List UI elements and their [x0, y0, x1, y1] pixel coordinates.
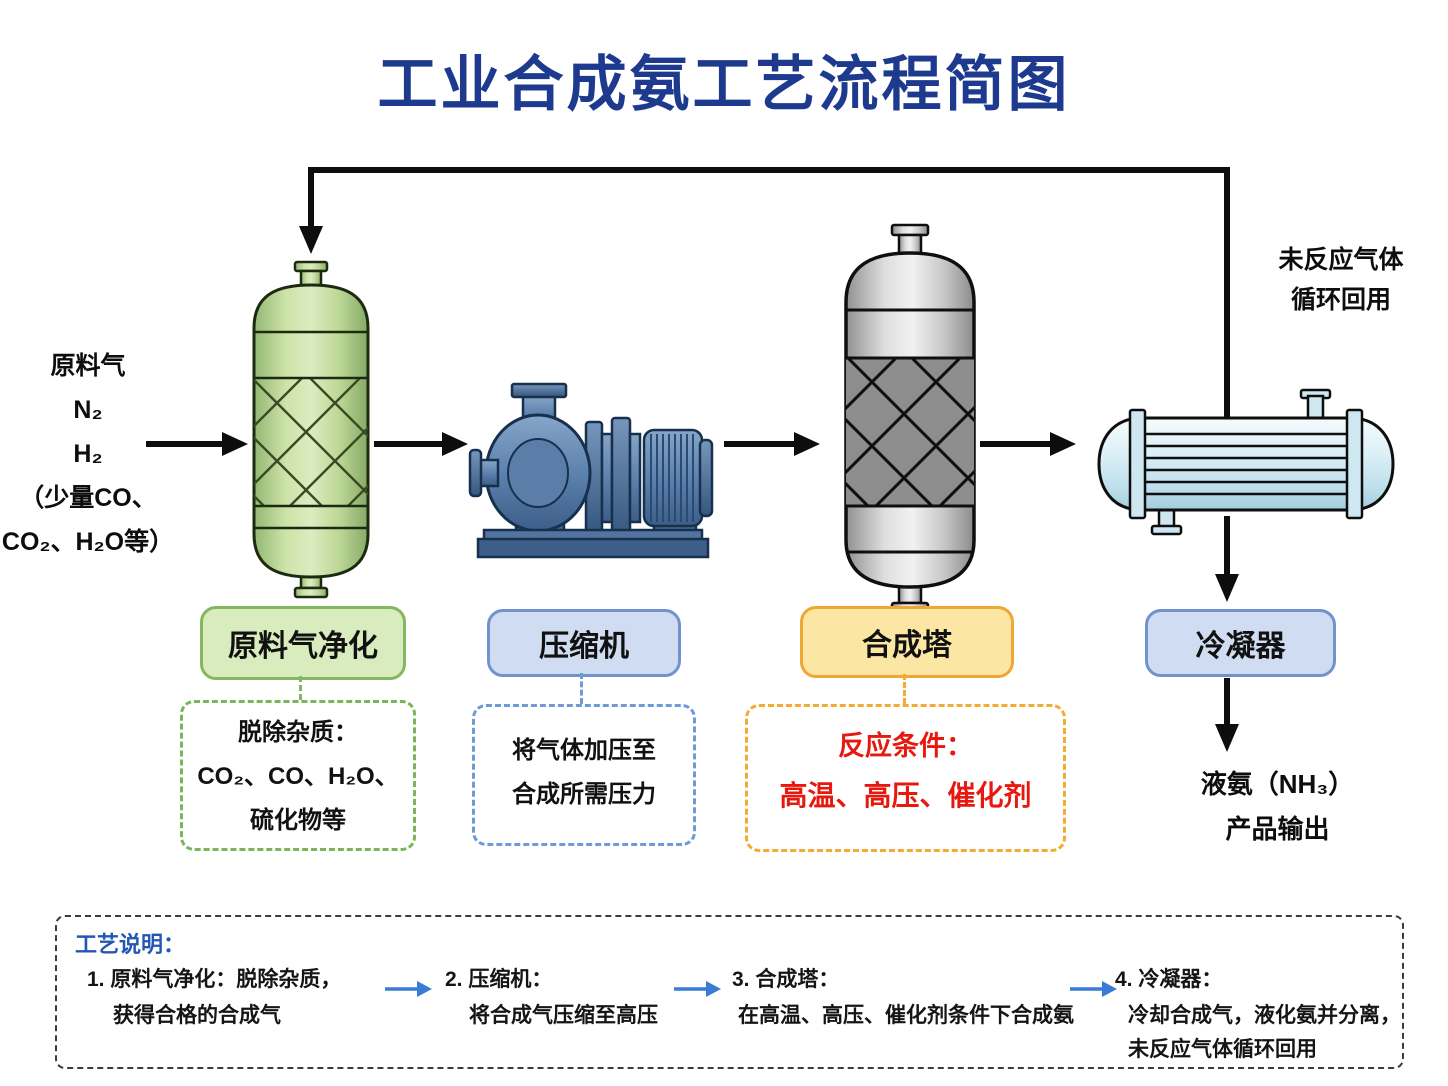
note-4-line2: 冷却合成气，液化氨并分离， — [1128, 1004, 1401, 1027]
note-1-line2: 获得合格的合成气 — [113, 1004, 281, 1027]
recycle-line2: 循环回用 — [1290, 286, 1391, 314]
note-2-line2: 将合成气压缩至高压 — [469, 1004, 658, 1027]
synthesis-tower-icon — [844, 223, 976, 615]
notes-heading: 工艺说明： — [75, 932, 186, 957]
arrowhead-product — [1215, 724, 1239, 752]
feed-line: CO₂、H₂O等） — [1, 528, 175, 556]
arrowhead-compressor — [442, 432, 468, 456]
feed-line: 原料气 — [50, 352, 126, 380]
suction-flange — [468, 448, 483, 498]
desc-line: 将气体加压至 — [512, 737, 656, 764]
connector-compressor — [580, 673, 583, 704]
connector-tower — [903, 674, 906, 704]
arrowhead-feed — [222, 432, 248, 456]
column-bottom-nozzle-cap — [293, 586, 329, 599]
desc-compressor: 将气体加压至 合成所需压力 — [472, 704, 696, 846]
stage-shaft — [600, 432, 614, 524]
feed-line: N₂ — [73, 396, 103, 424]
note-3-line2: 在高温、高压、催化剂条件下合成氨 — [738, 1004, 1074, 1027]
label-tower: 合成塔 — [800, 606, 1014, 678]
arrowhead-condenser — [1050, 432, 1076, 456]
packing-section — [254, 378, 368, 506]
process-notes-box: 工艺说明： 1. 原料气净化：脱除杂质， 获得合格的合成气 2. 压缩机： 将合… — [55, 915, 1404, 1069]
desc-line: 反应条件： — [838, 731, 973, 761]
connector-purification — [299, 676, 302, 700]
recycle-line1: 未反应气体 — [1278, 246, 1404, 274]
product-line2: 产品输出 — [1225, 814, 1330, 844]
feed-gas-text: 原料气 N₂ H₂ （少量CO、 CO₂、H₂O等） — [0, 344, 176, 564]
recycle-line — [308, 167, 1230, 430]
tower-bottom-nozzle — [897, 585, 923, 605]
page-title: 工业合成氨工艺流程简图 — [377, 51, 1071, 118]
arrowhead-tower — [794, 432, 820, 456]
condenser-bottom-nozzle-cap — [1150, 524, 1183, 536]
recycle-gas-text: 未反应气体 循环回用 — [1246, 240, 1436, 320]
catalyst-bed-lattice — [846, 358, 974, 506]
tower-top-nozzle-cap — [890, 223, 930, 237]
suction-pipe — [478, 458, 500, 488]
note-1-line1: 1. 原料气净化：脱除杂质， — [87, 968, 342, 991]
volute-inner — [507, 438, 569, 508]
column-top-nozzle-cap — [293, 260, 329, 273]
desc-line: CO₂、CO、H₂O、 — [197, 763, 399, 790]
label-compressor: 压缩机 — [487, 609, 681, 677]
note-arrow-3-icon — [1070, 981, 1117, 997]
desc-line: 脱除杂质： — [238, 719, 358, 746]
note-arrow-1-icon — [385, 981, 432, 997]
condenser-top-nozzle — [1306, 394, 1325, 422]
desc-line: 合成所需压力 — [512, 781, 656, 808]
desc-purification: 脱除杂质： CO₂、CO、H₂O、 硫化物等 — [180, 700, 416, 851]
arrowhead-recycle — [299, 226, 323, 254]
label-purification: 原料气净化 — [200, 606, 406, 680]
note-4-line3: 未反应气体循环回用 — [1128, 1038, 1317, 1061]
condenser-icon — [1097, 388, 1395, 536]
desc-line: 高温、高压、催化剂 — [779, 780, 1032, 811]
arrowhead-condenser-label — [1215, 574, 1239, 602]
stage-shaft — [628, 432, 642, 524]
desc-line: 硫化物等 — [250, 807, 346, 834]
note-2-line1: 2. 压缩机： — [445, 968, 553, 991]
note-arrow-2-icon — [674, 981, 721, 997]
discharge-flange — [510, 382, 568, 399]
product-output-text: 液氨（NH₃） 产品输出 — [1150, 762, 1405, 852]
compressor-pump-icon — [468, 382, 714, 559]
purification-column-icon — [252, 260, 370, 599]
condenser-right-flange — [1345, 408, 1364, 520]
label-condenser: 冷凝器 — [1145, 609, 1336, 677]
note-3-line1: 3. 合成塔： — [732, 968, 840, 991]
motor-end-cap — [698, 438, 714, 518]
desc-tower-reaction-conditions: 反应条件： 高温、高压、催化剂 — [745, 704, 1066, 852]
feed-line: H₂ — [73, 440, 103, 468]
product-line1: 液氨（NH₃） — [1200, 769, 1355, 799]
base-skid — [476, 537, 710, 559]
note-4-line1: 4. 冷凝器： — [1115, 968, 1223, 991]
stage-disc — [610, 416, 632, 540]
feed-line: （少量CO、 — [19, 484, 157, 512]
condenser-left-flange — [1128, 408, 1147, 520]
tower-top-nozzle — [897, 233, 923, 255]
